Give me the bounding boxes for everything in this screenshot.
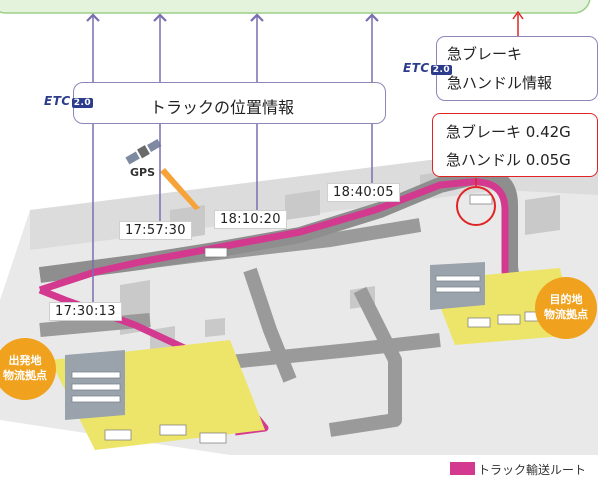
origin-badge: 出発地 物流拠点 (0, 338, 56, 400)
sudden-steer-value: 急ハンドル 0.05G (446, 151, 571, 169)
gps-beam (160, 168, 200, 210)
legend-label: トラック輸送ルート (478, 463, 587, 477)
satellite-icon (125, 139, 162, 165)
sudden-info-line2: 急ハンドル情報 (447, 74, 553, 92)
sudden-values-box: 急ブレーキ 0.42G 急ハンドル 0.05G (432, 113, 598, 177)
timestamp-3: 18:10:20 (214, 210, 287, 229)
gps-label: GPS (130, 166, 156, 179)
destination-warehouse (430, 262, 485, 310)
timestamp-1: 17:30:13 (49, 302, 122, 321)
legend-swatch (450, 462, 475, 475)
destination-badge: 目的地 物流拠点 (535, 277, 597, 339)
position-info-label: トラックの位置情報 (150, 98, 295, 117)
timestamp-2: 17:57:30 (119, 221, 192, 240)
sudden-info-line1: 急ブレーキ (447, 45, 523, 63)
timestamp-4: 18:40:05 (327, 183, 400, 202)
receiver-bar (0, 0, 591, 14)
sudden-event-marker (456, 186, 496, 226)
sudden-brake-value: 急ブレーキ 0.42G (446, 123, 571, 141)
